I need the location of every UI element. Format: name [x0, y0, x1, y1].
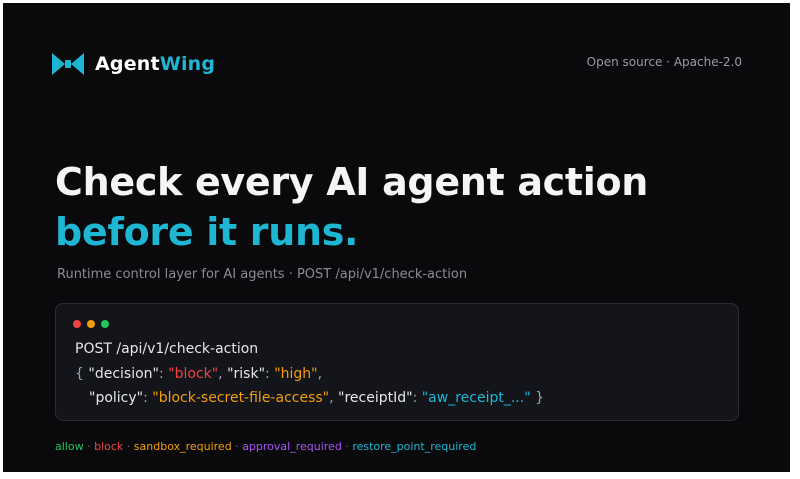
- comma: ,: [218, 366, 228, 382]
- brand-logo[interactable]: AgentWing: [51, 51, 215, 77]
- brand-name: AgentWing: [95, 53, 215, 75]
- decision-key: "decision": [88, 366, 159, 382]
- decision-restore-point-required: restore_point_required: [352, 440, 477, 453]
- brand-name-part2: Wing: [159, 53, 216, 75]
- maximize-dot-icon: [101, 320, 109, 328]
- window-dots: [73, 320, 109, 328]
- policy-key: "policy": [89, 390, 144, 406]
- comma: ,: [329, 390, 339, 406]
- close-dot-icon: [73, 320, 81, 328]
- colon: :: [265, 366, 275, 382]
- receipt-value: "aw_receipt_...": [421, 390, 531, 406]
- hero-headline: Check every AI agent action before it ru…: [55, 157, 648, 257]
- minimize-dot-icon: [87, 320, 95, 328]
- open-brace: {: [75, 366, 84, 382]
- license-text[interactable]: Open source · Apache-2.0: [586, 55, 742, 69]
- close-brace: }: [535, 390, 545, 406]
- decision-block: block: [94, 440, 124, 453]
- separator: ·: [123, 440, 134, 453]
- brand-name-part1: Agent: [95, 53, 160, 75]
- response-line-1: { "decision": "block", "risk": "high",: [75, 366, 322, 382]
- decision-allow: allow: [55, 440, 84, 453]
- colon: :: [158, 366, 169, 382]
- colon: :: [412, 390, 422, 406]
- bowtie-wing-logo-icon: [52, 53, 84, 75]
- request-line: POST /api/v1/check-action: [75, 341, 259, 357]
- hero-title-line1: Check every AI agent action: [55, 160, 649, 204]
- receipt-key: "receiptId": [338, 390, 413, 406]
- decision-value: "block": [168, 366, 219, 382]
- comma: ,: [317, 366, 323, 382]
- separator: ·: [83, 440, 95, 453]
- hero-title-line2: before it runs.: [55, 210, 359, 254]
- hero-tagline: Runtime control layer for AI agents · PO…: [57, 267, 468, 282]
- decision-types-list: allow · block · sandbox_required · appro…: [55, 440, 476, 453]
- response-line-2: "policy": "block-secret-file-access", "r…: [89, 390, 544, 406]
- separator: ·: [231, 440, 243, 453]
- code-card: POST /api/v1/check-action { "decision": …: [55, 303, 739, 421]
- risk-value: "high": [274, 366, 318, 382]
- page-frame: AgentWing Open source · Apache-2.0 Check…: [3, 3, 790, 472]
- separator: ·: [341, 440, 353, 453]
- decision-approval-required: approval_required: [242, 440, 342, 453]
- colon: :: [143, 390, 153, 406]
- decision-sandbox-required: sandbox_required: [133, 440, 232, 453]
- risk-key: "risk": [227, 366, 266, 382]
- policy-value: "block-secret-file-access": [152, 390, 330, 406]
